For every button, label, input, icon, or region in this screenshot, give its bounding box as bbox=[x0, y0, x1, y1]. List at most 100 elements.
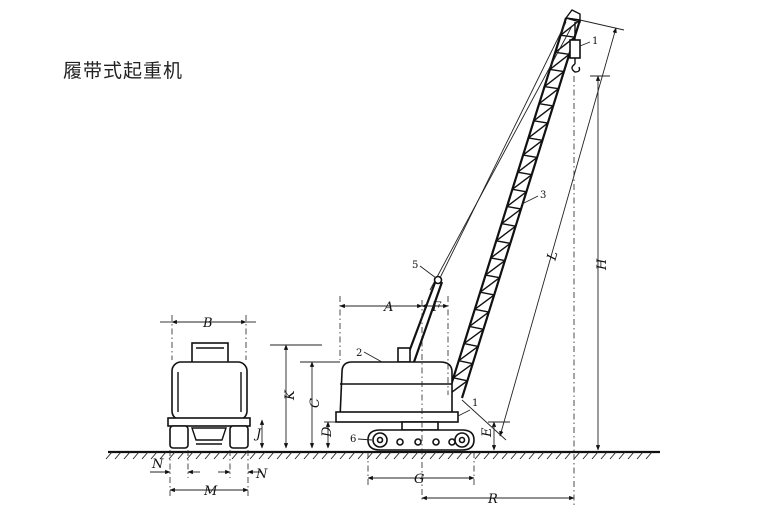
boom-lattice-brace bbox=[512, 188, 527, 193]
dim-L: L bbox=[461, 19, 625, 441]
ground-hatch-mark bbox=[519, 451, 527, 460]
ground-hatch-mark bbox=[186, 451, 194, 460]
ground-hatch-mark bbox=[501, 451, 509, 460]
boom-lattice-brace bbox=[549, 68, 565, 73]
label-F: F bbox=[431, 300, 442, 315]
dim-K-C: K C D bbox=[270, 344, 340, 449]
dim-H: H bbox=[590, 75, 610, 451]
ground-hatch-mark bbox=[609, 451, 617, 460]
ground-hatch-mark bbox=[177, 451, 185, 460]
dim-A-F: A F bbox=[339, 296, 449, 395]
ground-hatch-mark bbox=[294, 451, 302, 460]
ground-hatch-mark bbox=[276, 451, 284, 460]
dim-E: E bbox=[480, 421, 510, 451]
boom-lattice-brace bbox=[528, 137, 543, 141]
boom-lattice-brace bbox=[479, 277, 500, 293]
ground-hatch-mark bbox=[591, 451, 599, 460]
part-5: 5 bbox=[412, 260, 418, 271]
ground-hatch-mark bbox=[312, 451, 320, 460]
ground-hatch-mark bbox=[582, 451, 590, 460]
label-L: L bbox=[544, 250, 561, 263]
ground-hatch-mark bbox=[168, 451, 176, 460]
boom-lattice-brace bbox=[474, 308, 489, 313]
ground-hatch-mark bbox=[627, 451, 635, 460]
boom-lattice-brace bbox=[490, 257, 506, 262]
ground-hatch-mark bbox=[447, 451, 455, 460]
ground-hatch-mark bbox=[348, 451, 356, 460]
dim-B: B bbox=[160, 315, 256, 360]
part-6: 6 bbox=[350, 434, 356, 445]
ground-hatch-mark bbox=[303, 451, 311, 460]
ground-hatch-mark bbox=[537, 451, 545, 460]
ground-hatch-mark bbox=[465, 451, 473, 460]
ground-hatch-mark bbox=[240, 451, 248, 460]
label-N-right: N bbox=[255, 467, 268, 482]
ground-hatch-mark bbox=[384, 451, 392, 460]
label-A: A bbox=[383, 300, 393, 315]
boom bbox=[446, 9, 582, 399]
boom-lattice-brace bbox=[506, 205, 522, 210]
ground-hatch-mark bbox=[114, 451, 122, 460]
ground-hatch-mark bbox=[204, 451, 212, 460]
ground-hatch-mark bbox=[375, 451, 383, 460]
part-1-top: 1 bbox=[592, 36, 598, 47]
label-E: E bbox=[480, 427, 495, 438]
dim-N-M: N N M bbox=[150, 450, 268, 499]
ground-hatch-mark bbox=[600, 451, 608, 460]
ground-hatch-mark bbox=[636, 451, 644, 460]
boom-lattice-brace bbox=[463, 342, 479, 348]
ground-hatch-mark bbox=[258, 451, 266, 460]
ground-hatch-mark bbox=[357, 451, 365, 460]
ground-hatch-mark bbox=[555, 451, 563, 460]
ground-hatch-mark bbox=[645, 451, 653, 460]
boom-lattice-brace bbox=[469, 311, 490, 328]
ground-hatch-mark bbox=[564, 451, 572, 460]
ground-hatch-mark bbox=[618, 451, 626, 460]
boom-lattice-brace bbox=[458, 360, 473, 365]
ground-hatch-mark bbox=[573, 451, 581, 460]
boom-lattice-brace bbox=[458, 345, 479, 362]
boom-lattice-brace bbox=[469, 325, 484, 330]
ground-hatch-mark bbox=[528, 451, 536, 460]
ground-hatch-mark bbox=[474, 451, 482, 460]
ground-hatch-mark bbox=[393, 451, 401, 460]
label-K: K bbox=[283, 389, 298, 401]
ground-hatch-mark bbox=[492, 451, 500, 460]
boom-lattice-brace bbox=[533, 120, 548, 124]
ground-hatch-mark bbox=[456, 451, 464, 460]
boom-lattice-brace bbox=[544, 85, 559, 90]
ground-hatch-mark bbox=[159, 451, 167, 460]
ground-hatch-mark bbox=[285, 451, 293, 460]
boom-lattice-brace bbox=[522, 154, 538, 159]
ground-hatch-mark bbox=[222, 451, 230, 460]
part-1: 1 bbox=[472, 398, 478, 409]
label-R: R bbox=[487, 492, 498, 507]
ground-hatch-mark bbox=[231, 451, 239, 460]
boom-lattice-brace bbox=[501, 222, 516, 227]
ground-hatch-mark bbox=[267, 451, 275, 460]
front-view bbox=[167, 342, 251, 449]
ground-hatch-mark bbox=[339, 451, 347, 460]
ground-hatch-mark bbox=[132, 451, 140, 460]
ground-hatch-mark bbox=[483, 451, 491, 460]
part-3: 3 bbox=[540, 190, 546, 201]
ground-hatch-mark bbox=[150, 451, 158, 460]
label-B: B bbox=[202, 316, 213, 331]
dim-J: J bbox=[253, 419, 265, 449]
ground-hatch-mark bbox=[411, 451, 419, 460]
ground-hatch-mark bbox=[429, 451, 437, 460]
ground-hatch-mark bbox=[510, 451, 518, 460]
boom-lattice-brace bbox=[496, 240, 511, 245]
ground-hatch-mark bbox=[123, 451, 131, 460]
boom-lattice-brace bbox=[480, 291, 495, 296]
boom-lattice-brace bbox=[560, 34, 575, 38]
part-callouts: 1 3 5 2 1 6 bbox=[350, 36, 598, 445]
ground-hatch-mark bbox=[213, 451, 221, 460]
boom-lattice-brace bbox=[452, 363, 474, 379]
diagram-title: 履带式起重机 bbox=[63, 60, 184, 82]
ground-hatch-mark bbox=[249, 451, 257, 460]
ground-hatch-mark bbox=[546, 451, 554, 460]
ground-hatch-mark bbox=[105, 451, 113, 460]
label-N-left: N bbox=[151, 457, 164, 472]
label-D: D bbox=[320, 426, 335, 438]
